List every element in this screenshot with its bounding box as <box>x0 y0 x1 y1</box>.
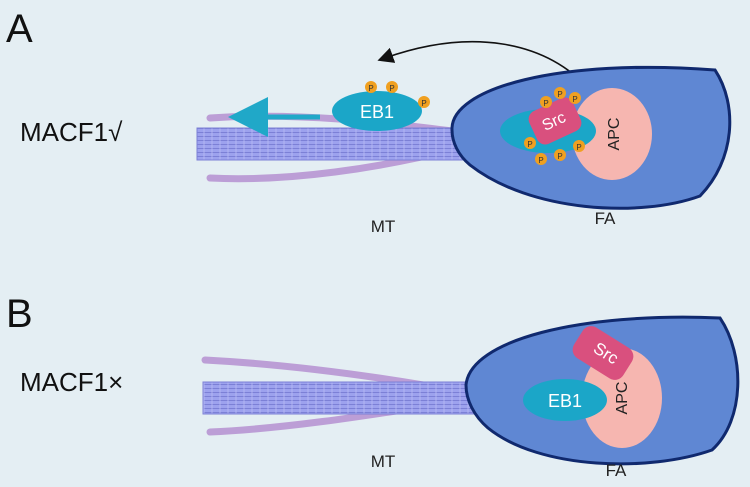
phospho-label: P <box>527 140 532 149</box>
panel-letter: A <box>6 7 33 51</box>
phospho-icon: P <box>569 92 581 104</box>
phospho-label: P <box>389 84 394 93</box>
fa-label: FA <box>595 209 616 228</box>
mt-label: MT <box>371 217 396 236</box>
phospho-label: P <box>421 99 426 108</box>
phospho-icon: P <box>554 149 566 161</box>
phospho-icon: P <box>524 137 536 149</box>
phospho-label: P <box>543 99 548 108</box>
phospho-label: P <box>538 156 543 165</box>
phospho-icon: P <box>386 81 398 93</box>
eb1-label: EB1 <box>360 102 394 122</box>
mt-label: MT <box>371 452 396 471</box>
src-protein <box>572 326 634 380</box>
phospho-icon: P <box>554 87 566 99</box>
panel-letter: B <box>6 292 33 336</box>
fa-label: FA <box>606 461 627 480</box>
apc-label: APC <box>614 382 631 415</box>
apc-label: APC <box>606 118 623 151</box>
condition-label: MACF1× <box>20 367 123 397</box>
phospho-label: P <box>557 90 562 99</box>
phospho-icon: P <box>573 140 585 152</box>
phospho-label: P <box>572 95 577 104</box>
panel-a: A MACF1√ APC Src EB1 P P P P P P <box>6 7 732 236</box>
src-protein <box>528 97 582 145</box>
phospho-icon: P <box>365 81 377 93</box>
panel-b: B MACF1× APC Src EB1 MT FA <box>6 292 740 480</box>
phospho-label: P <box>557 152 562 161</box>
phospho-groups: P P P P P P P P P P <box>365 81 585 165</box>
eb1-protein <box>332 91 422 131</box>
eb1-protein <box>523 379 607 421</box>
apc-protein <box>572 88 652 180</box>
microtubule <box>202 381 494 415</box>
microtubule <box>196 127 488 161</box>
condition-label: MACF1√ <box>20 117 123 147</box>
phospho-icon: P <box>540 96 552 108</box>
phospho-label: P <box>368 84 373 93</box>
phospho-label: P <box>576 143 581 152</box>
phospho-icon: P <box>418 96 430 108</box>
eb1-label: EB1 <box>548 391 582 411</box>
phospho-icon: P <box>535 153 547 165</box>
